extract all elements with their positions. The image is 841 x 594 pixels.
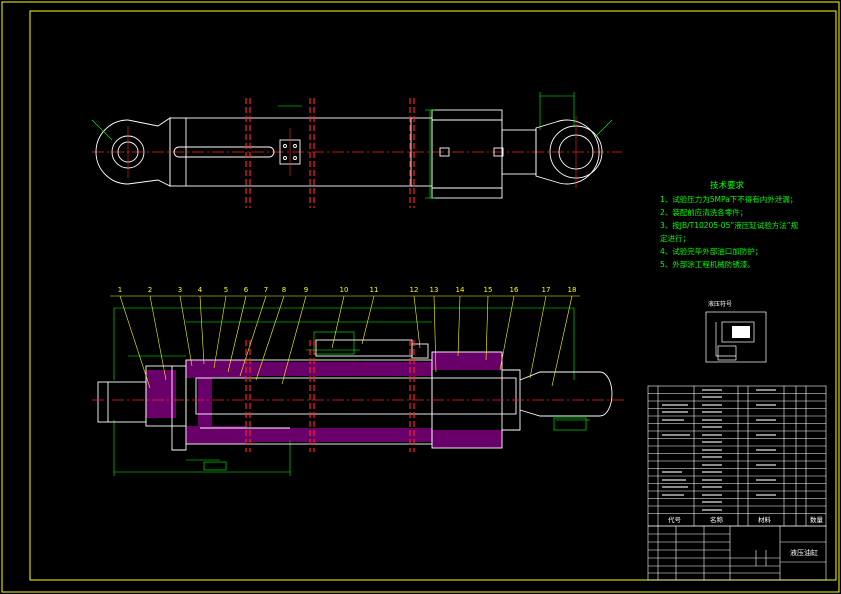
title-block <box>647 525 827 581</box>
balloon-9: 9 <box>304 286 308 294</box>
balloon-2: 2 <box>148 286 152 294</box>
cylinder-head-exterior <box>431 109 503 199</box>
tech-req-item: 2、装配前应清洗各零件； <box>660 207 747 217</box>
balloon-17: 17 <box>542 286 551 294</box>
technical-requirements: 技术要求 1、试验压力为5MPa下不得有内外泄漏； 2、装配前应清洗各零件； 3… <box>660 180 799 269</box>
balloon-6: 6 <box>244 286 249 294</box>
inner-frame <box>29 10 837 581</box>
balloon-4: 4 <box>198 286 203 294</box>
symbol-label: 液压符号 <box>708 300 732 308</box>
tech-req-item: 4、试验完毕外部油口加防护； <box>660 246 762 256</box>
tech-req-item: 3、按JB/T10205-05”液压缸试验方法”规 <box>660 220 799 230</box>
balloon-13: 13 <box>430 286 439 294</box>
rod-end-eye <box>95 117 171 187</box>
drawing-title: 液压油缸 <box>790 548 818 557</box>
tech-req-item: 定进行； <box>660 233 690 243</box>
tech-req-item: 1、试验压力为5MPa下不得有内外泄漏； <box>660 194 797 204</box>
balloon-5: 5 <box>224 286 228 294</box>
part-balloons: 1 2 3 4 5 6 7 8 9 10 11 12 13 14 15 16 1… <box>118 286 577 294</box>
hydraulic-symbol: 液压符号 <box>705 300 767 363</box>
balloon-leaders <box>110 295 580 389</box>
header-name: 名称 <box>710 515 724 524</box>
parts-list-table <box>647 385 827 527</box>
parts-list-header: 代号 名称 材料 数量 <box>668 515 824 524</box>
balloon-18: 18 <box>568 286 577 294</box>
balloon-7: 7 <box>264 286 268 294</box>
balloon-15: 15 <box>484 286 493 294</box>
top-break-marks <box>245 98 415 208</box>
parts-list-cell-marks <box>662 389 776 511</box>
section-view <box>92 307 626 476</box>
cap-end-eye <box>535 119 600 185</box>
header-material: 材料 <box>758 515 772 524</box>
balloon-16: 16 <box>510 286 519 294</box>
balloon-3: 3 <box>178 286 182 294</box>
header-qty: 数量 <box>810 515 824 524</box>
balloon-11: 11 <box>370 286 379 294</box>
tech-req-item: 5、外部涂工程机械防锈漆。 <box>660 259 755 269</box>
top-dimensions <box>91 92 613 199</box>
balloon-1: 1 <box>118 286 122 294</box>
balloon-14: 14 <box>456 286 465 294</box>
header-code: 代号 <box>668 515 682 524</box>
balloon-10: 10 <box>340 286 349 294</box>
top-exterior-view <box>92 109 622 199</box>
tech-req-title: 技术要求 <box>710 180 745 191</box>
balloon-8: 8 <box>282 286 286 294</box>
balloon-12: 12 <box>410 286 419 294</box>
